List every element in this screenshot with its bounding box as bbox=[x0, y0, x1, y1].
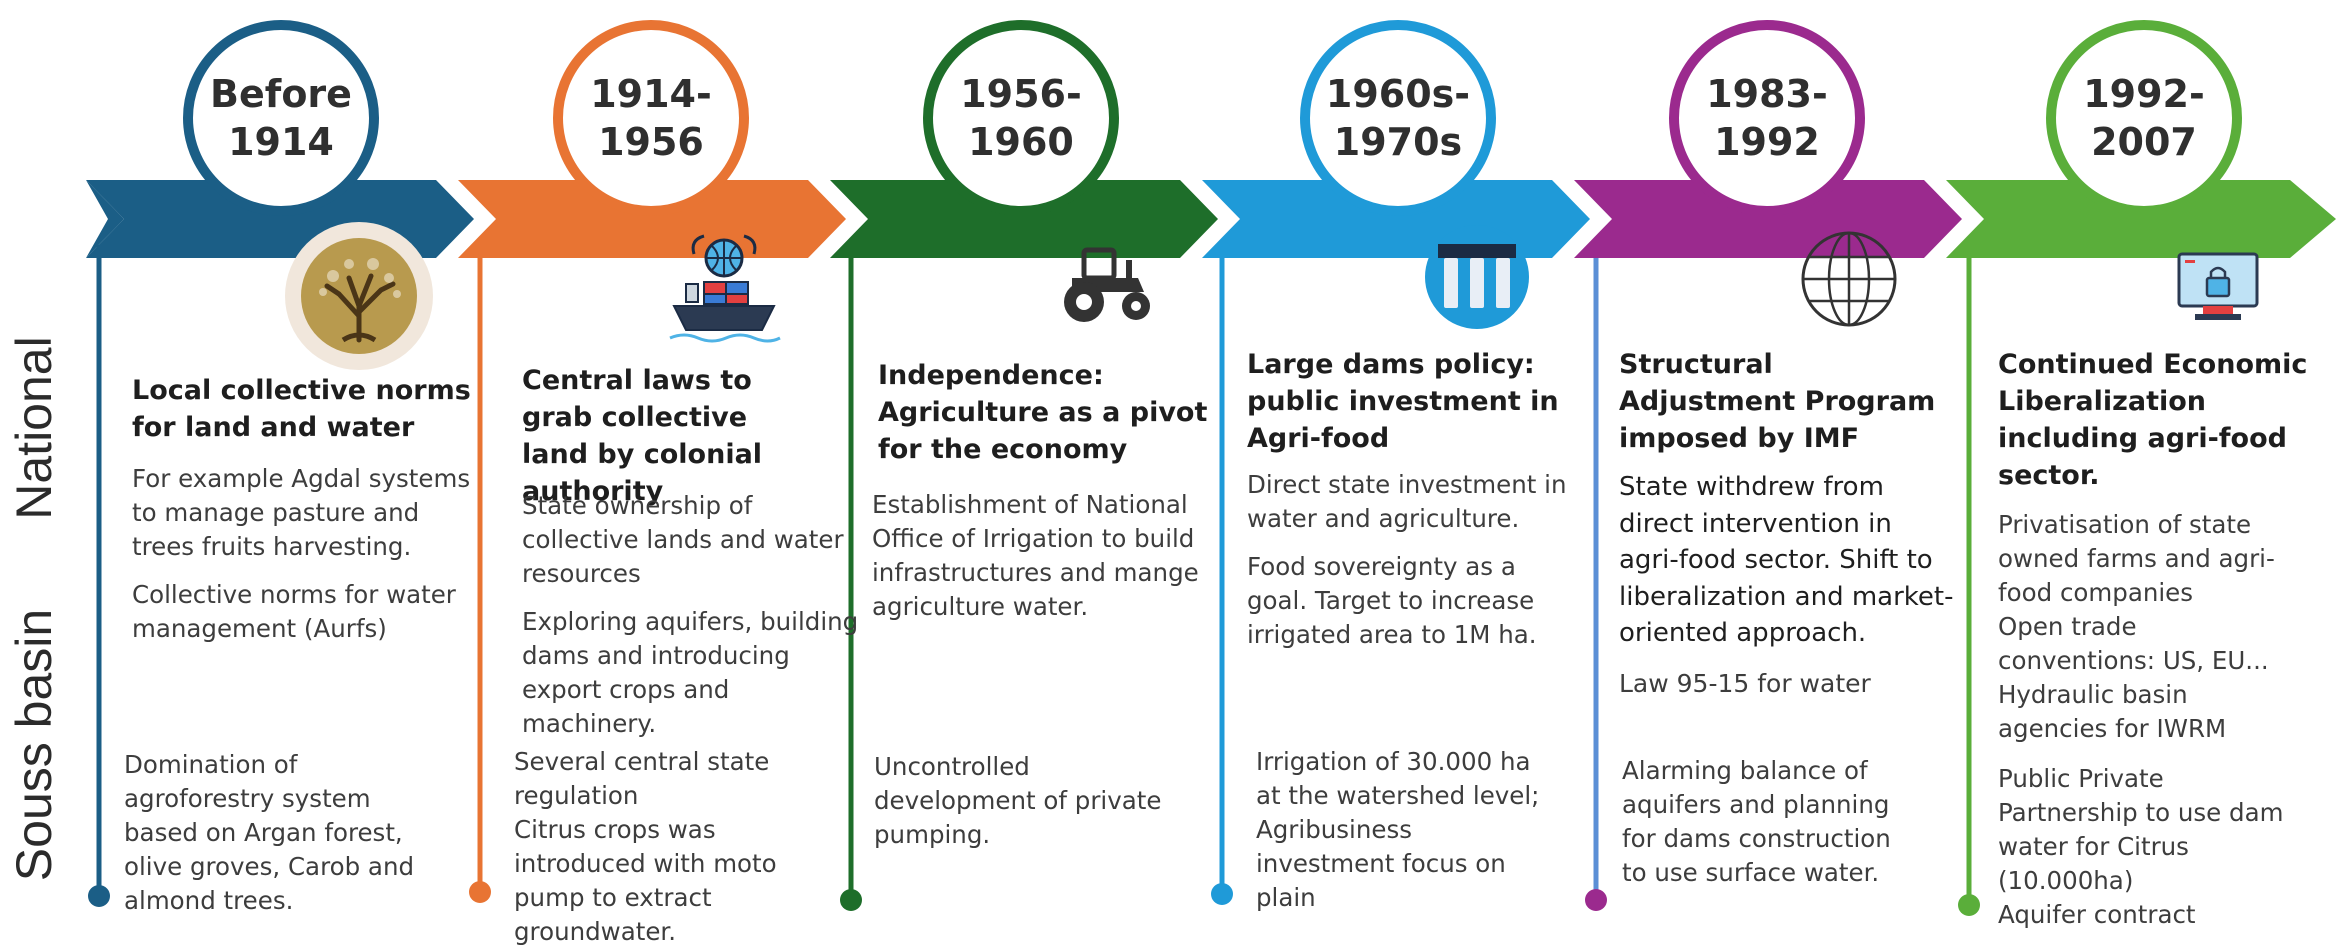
national-paragraph: State withdrew from direct intervention … bbox=[1619, 472, 1954, 648]
era-label: 1956- 1960 bbox=[960, 72, 1082, 164]
era-6-souss-text: Public Private Partnership to use dam wa… bbox=[1998, 764, 2284, 929]
national-paragraph: For example Agdal systems to manage past… bbox=[132, 464, 471, 561]
era-circle-2: 1914- 1956 bbox=[553, 20, 749, 216]
era-3-souss-text: Uncontrolled development of private pump… bbox=[874, 752, 1162, 849]
era-2-souss-text: Several central state regulation Citrus … bbox=[514, 747, 777, 946]
national-paragraph: Direct state investment in water and agr… bbox=[1247, 470, 1567, 533]
era-circle-6: 1992- 2007 bbox=[2046, 20, 2242, 216]
era-1-title: Local collective norms for land and wate… bbox=[132, 375, 471, 443]
national-paragraph: Exploring aquifers, building dams and in… bbox=[522, 607, 859, 738]
globe-icon bbox=[1794, 224, 1904, 334]
era-label: 1983- 1992 bbox=[1706, 72, 1828, 164]
era-5-title: Structural Adjustment Program imposed by… bbox=[1619, 349, 1936, 454]
era-label: 1960s- 1970s bbox=[1325, 72, 1471, 164]
computer-lock-icon bbox=[2173, 248, 2263, 328]
era-4-national-text: Direct state investment in water and agr… bbox=[1247, 468, 1577, 666]
era-6-title: Continued Economic Liberalization includ… bbox=[1998, 349, 2308, 491]
era-2-title: Central laws to grab collective land by … bbox=[522, 365, 763, 507]
national-paragraph: Establishment of National Office of Irri… bbox=[872, 490, 1199, 621]
era-4-souss-text: Irrigation of 30.000 ha at the watershed… bbox=[1256, 747, 1540, 912]
era-5-national-text: State withdrew from direct intervention … bbox=[1619, 469, 1959, 716]
era-3-title: Independence: Agriculture as a pivot for… bbox=[878, 360, 1208, 465]
argan-tree-icon bbox=[283, 220, 435, 372]
national-side-label: National bbox=[6, 336, 62, 520]
national-paragraph: Law 95-15 for water bbox=[1619, 668, 1871, 698]
era-dot-4 bbox=[1211, 883, 1233, 905]
era-dot-6 bbox=[1958, 894, 1980, 916]
era-circle-3: 1956- 1960 bbox=[923, 20, 1119, 216]
chevron-6 bbox=[1946, 180, 2336, 258]
national-paragraph: Collective norms for water management (A… bbox=[132, 580, 456, 643]
era-2-national-text: State ownership of collective lands and … bbox=[522, 489, 862, 755]
era-1-souss-text: Domination of agroforestry system based … bbox=[124, 750, 415, 915]
era-label: Before 1914 bbox=[210, 72, 352, 164]
era-1-national-text: For example Agdal systems to manage past… bbox=[132, 462, 477, 660]
era-circle-5: 1983- 1992 bbox=[1669, 20, 1865, 216]
national-paragraph: Privatisation of state owned farms and a… bbox=[1998, 510, 2275, 743]
era-label: 1914- 1956 bbox=[590, 72, 712, 164]
national-paragraph: Food sovereignty as a goal. Target to in… bbox=[1247, 552, 1537, 649]
chevron-5 bbox=[1574, 180, 1962, 258]
era-dot-5 bbox=[1585, 889, 1607, 911]
era-5-souss-text: Alarming balance of aquifers and plannin… bbox=[1622, 756, 1891, 887]
era-dot-2 bbox=[469, 881, 491, 903]
souss-basin-side-label: Souss basin bbox=[6, 608, 62, 882]
era-dot-1 bbox=[88, 885, 110, 907]
era-circle-1: Before 1914 bbox=[183, 20, 379, 216]
dam-icon bbox=[1422, 222, 1532, 332]
tractor-icon bbox=[1052, 238, 1162, 328]
era-6-national-text: Privatisation of state owned farms and a… bbox=[1998, 474, 2298, 794]
national-paragraph: State ownership of collective lands and … bbox=[522, 491, 844, 588]
era-label: 1992- 2007 bbox=[2083, 72, 2205, 164]
chevron-3 bbox=[830, 180, 1218, 258]
era-dot-3 bbox=[840, 889, 862, 911]
era-circle-4: 1960s- 1970s bbox=[1300, 20, 1496, 216]
cargo-ship-globe-icon bbox=[664, 234, 784, 344]
era-4-title: Large dams policy: public investment in … bbox=[1247, 349, 1559, 454]
era-3-national-text: Establishment of National Office of Irri… bbox=[872, 488, 1217, 638]
